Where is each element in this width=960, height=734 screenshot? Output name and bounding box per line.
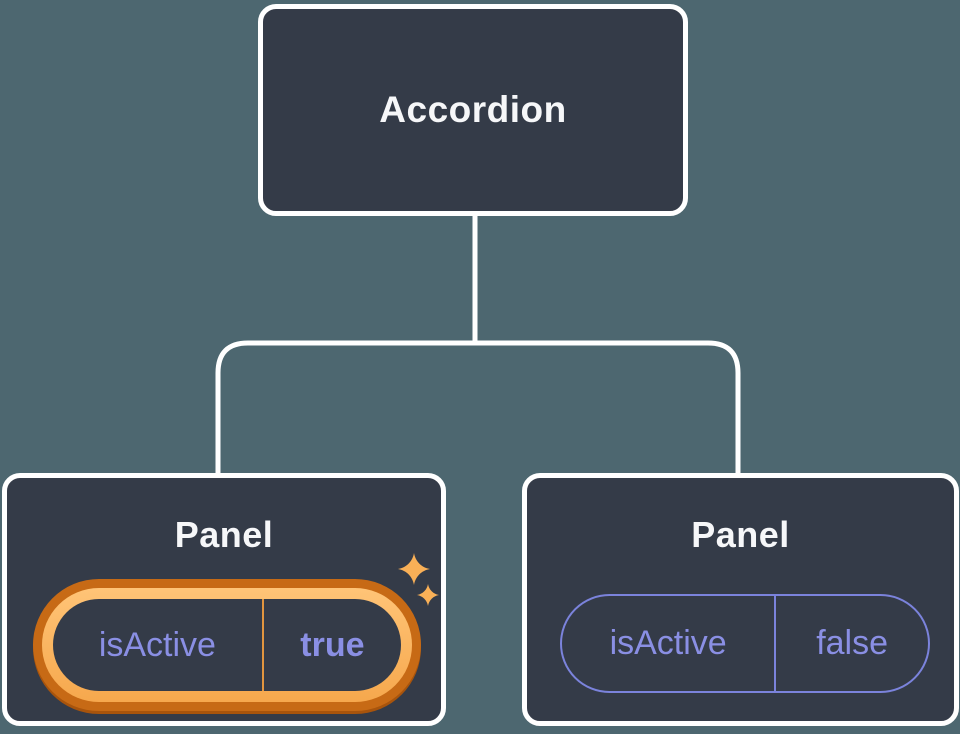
panel-node-active: Panel isActive true <box>2 473 446 726</box>
state-pill-active-ring: isActive true <box>42 588 412 702</box>
state-prop-name: isActive <box>98 625 216 664</box>
state-prop-value: false <box>774 596 928 691</box>
sparkles-icon <box>398 553 439 606</box>
accordion-node: Accordion <box>258 4 688 216</box>
state-pill-active: isActive true <box>33 579 421 711</box>
sparkle-big <box>398 553 430 585</box>
sparkle-small <box>417 584 439 606</box>
accordion-node-label: Accordion <box>379 89 567 130</box>
panel-node-label: Panel <box>174 514 274 555</box>
state-prop-name: isActive <box>609 624 727 662</box>
connector-branches <box>215 340 741 475</box>
panel-node-inactive: Panel isActive false <box>522 473 959 726</box>
state-pill-active-body: isActive true <box>53 599 401 691</box>
state-pill-inactive: isActive false <box>560 594 930 693</box>
panel-node-label: Panel <box>691 514 790 555</box>
state-prop-value: true <box>261 599 401 691</box>
